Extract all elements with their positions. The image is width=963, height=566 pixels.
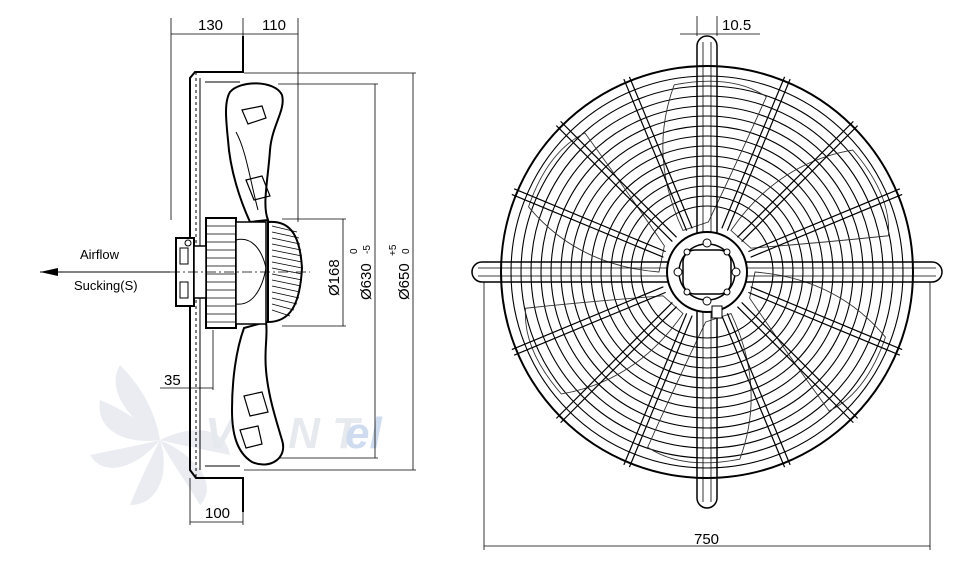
side-view: [40, 18, 416, 525]
guard-ring: [610, 175, 804, 369]
guard-spoke: [560, 120, 678, 238]
dim-750: 750: [694, 531, 719, 548]
guard-ring: [600, 165, 814, 379]
airflow-label: Airflow: [80, 247, 120, 262]
watermark-logo: V E N T el: [90, 365, 382, 505]
guard-ring: [560, 125, 854, 419]
dim-35: 35: [164, 372, 181, 389]
guard-spoke: [513, 291, 666, 356]
fan-blade: [528, 132, 665, 273]
fan-blade: [730, 149, 890, 249]
guard-ring: [540, 105, 874, 439]
dim-inner-diameter: Ø630: [358, 263, 375, 300]
fan-blade: [749, 271, 886, 412]
watermark-fan-icon: [90, 365, 230, 505]
hub-bolts: [673, 238, 741, 306]
guard-ring: [570, 135, 844, 409]
guard-ring: [630, 195, 784, 349]
watermark-accent: el: [345, 409, 382, 458]
upper-blade: [225, 82, 284, 224]
guard-spoke: [750, 286, 903, 351]
guard-spoke: [555, 125, 673, 243]
dim-outer-tol-upper: +5: [388, 244, 399, 256]
dim-inner-tol-upper: 0: [349, 248, 360, 254]
guard-spoke: [736, 120, 854, 238]
guard-spoke: [560, 306, 678, 424]
dim-130: 130: [198, 17, 223, 34]
guard-spoke: [726, 313, 791, 466]
dim-10-5: 10.5: [722, 17, 751, 34]
guard-rings: [500, 65, 914, 479]
guard-spoke: [721, 76, 786, 229]
guard-spoke: [748, 291, 901, 356]
fan-blade: [524, 295, 684, 395]
dim-100: 100: [205, 505, 230, 522]
guard-ring: [640, 205, 774, 339]
guard-spoke: [555, 301, 673, 419]
sucking-label: Sucking(S): [74, 278, 138, 293]
guard-spoke: [721, 315, 786, 468]
guard-spoke: [748, 188, 901, 253]
dim-inner-tol-lower: -5: [362, 245, 373, 254]
front-blades: [524, 80, 890, 464]
guard-ring: [590, 155, 824, 389]
motor-body: [205, 217, 237, 329]
guard-ring: [620, 185, 794, 359]
guard-spoke: [628, 76, 693, 229]
guard-spoke: [628, 315, 693, 468]
dim-hub-diameter: Ø168: [326, 259, 343, 296]
guard-spoke: [513, 188, 666, 253]
guard-ring: [550, 115, 864, 429]
guard-spoke: [623, 313, 688, 466]
dim-outer-tol-lower: 0: [401, 248, 412, 254]
guard-spoke: [726, 78, 791, 231]
guard-ring: [520, 85, 894, 459]
guard-ring: [510, 75, 904, 469]
fan-blade: [662, 80, 767, 231]
fan-blade: [647, 313, 752, 464]
guard-ring: [530, 95, 884, 449]
guard-spoke: [511, 193, 664, 258]
guard-ring: [500, 65, 914, 479]
dim-outer-diameter: Ø650: [396, 263, 413, 300]
guard-spoke: [741, 125, 859, 243]
front-view: [471, 16, 943, 550]
motor-fins: [271, 225, 303, 317]
dim-110: 110: [262, 17, 286, 34]
guard-spoke: [750, 193, 903, 258]
guard-spoke: [736, 306, 854, 424]
guard-ring: [580, 145, 834, 399]
guard-spokes: [511, 76, 903, 468]
guard-spoke: [511, 286, 664, 351]
guard-spoke: [623, 78, 688, 231]
guard-spoke: [741, 301, 859, 419]
